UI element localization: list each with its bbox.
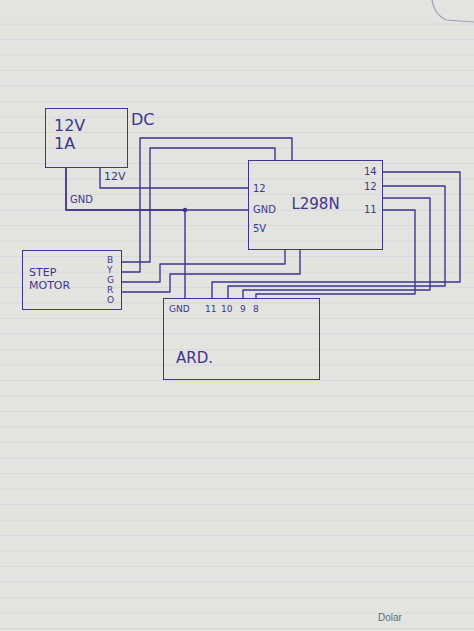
ruled-line (0, 380, 474, 381)
ruled-line (0, 179, 474, 180)
wire (212, 172, 460, 298)
page-corner (432, 0, 474, 22)
pin-label: O (107, 296, 114, 306)
ruled-line (0, 427, 474, 428)
ruled-line (0, 303, 474, 304)
ruled-line (0, 458, 474, 459)
ruled-line (0, 442, 474, 443)
ruled-line (0, 489, 474, 490)
wire (66, 168, 248, 210)
ruled-line (0, 334, 474, 335)
wire (122, 250, 285, 282)
ruled-line (0, 473, 474, 474)
pin-label: 10 (221, 305, 232, 315)
wire (228, 186, 445, 298)
wire (100, 168, 248, 188)
ruled-line (0, 225, 474, 226)
ruled-line (0, 55, 474, 56)
pin-label: G (107, 276, 114, 286)
node-title: 12V 1A (54, 117, 85, 154)
ruled-line (0, 39, 474, 40)
wire (256, 210, 415, 298)
pin-label: 14 (364, 166, 377, 177)
ruled-line (0, 411, 474, 412)
pin-label: 5V (253, 223, 266, 234)
pin-label: 9 (240, 305, 246, 315)
ruled-line (0, 597, 474, 598)
pin-label: 8 (253, 305, 259, 315)
ruled-line (0, 520, 474, 521)
pin-label: B (107, 256, 113, 266)
supply-type-label: DC (131, 111, 155, 129)
pin-label: 12 (253, 183, 266, 194)
ruled-line (0, 504, 474, 505)
ruled-line (0, 535, 474, 536)
ruled-line (0, 396, 474, 397)
ruled-line (0, 256, 474, 257)
ruled-line (0, 628, 474, 629)
wire (122, 148, 275, 262)
ruled-line (0, 24, 474, 25)
ruled-line (0, 272, 474, 273)
ruled-line (0, 86, 474, 87)
ruled-line (0, 241, 474, 242)
power-supply-box: 12V 1ADC (45, 108, 128, 168)
ruled-line (0, 551, 474, 552)
ruled-line (0, 349, 474, 350)
ruled-line (0, 318, 474, 319)
ruled-lines (0, 24, 474, 629)
wire-label: GND (70, 194, 93, 205)
node-title: ARD. (176, 350, 213, 367)
pin-label: R (107, 286, 113, 296)
wire (66, 168, 185, 298)
ruled-line (0, 613, 474, 614)
pin-label: 11 (205, 305, 216, 315)
pin-label: 12 (364, 181, 377, 192)
printed-footer: Dolar (378, 612, 402, 623)
pin-label: 11 (364, 204, 377, 215)
pin-label: Y (107, 266, 113, 276)
ruled-line (0, 365, 474, 366)
pin-label: GND (253, 204, 276, 215)
node-title: STEP MOTOR (29, 267, 70, 292)
wire (122, 138, 292, 272)
ruled-line (0, 101, 474, 102)
ruled-line (0, 582, 474, 583)
ruled-line (0, 566, 474, 567)
ruled-line (0, 163, 474, 164)
ruled-line (0, 70, 474, 71)
ruled-line (0, 287, 474, 288)
pin-label: GND (169, 305, 190, 315)
node-title: L298N (291, 196, 339, 213)
wire-label: 12V (104, 171, 126, 183)
